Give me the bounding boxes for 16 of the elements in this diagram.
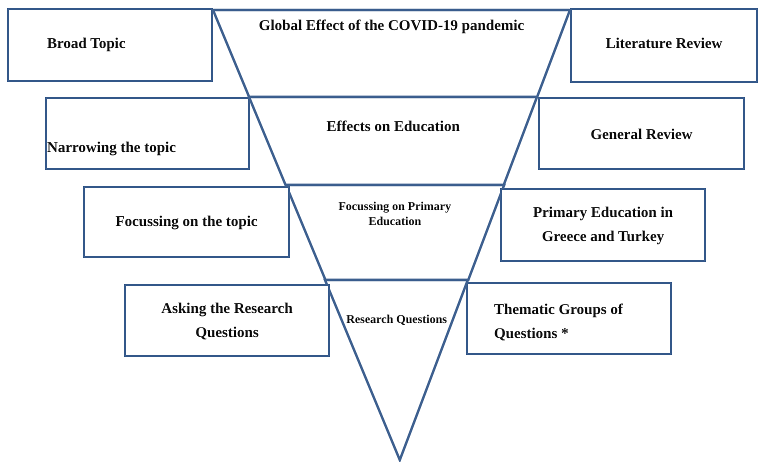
- stage-box: General Review: [538, 97, 745, 170]
- stage-box: Focussing on the topic: [83, 186, 290, 258]
- funnel-band: [213, 10, 570, 97]
- funnel-band: [325, 280, 468, 460]
- funnel-band: [286, 185, 504, 280]
- stage-box: Broad Topic: [7, 8, 213, 82]
- band-label: Research Questions: [345, 312, 448, 327]
- band-label: Global Effect of the COVID-19 pandemic: [258, 18, 526, 35]
- band-label: Focussing on Primary Education: [337, 199, 452, 229]
- stage-box: Asking the Research Questions: [124, 284, 330, 357]
- stage-box: Narrowing the topic: [45, 97, 250, 170]
- band-label: Effects on Education: [325, 119, 461, 136]
- stage-box: Primary Education in Greece and Turkey: [500, 188, 706, 262]
- funnel-band: [249, 97, 538, 185]
- stage-box: Thematic Groups of Questions *: [466, 282, 672, 355]
- stage-box: Literature Review: [570, 8, 758, 83]
